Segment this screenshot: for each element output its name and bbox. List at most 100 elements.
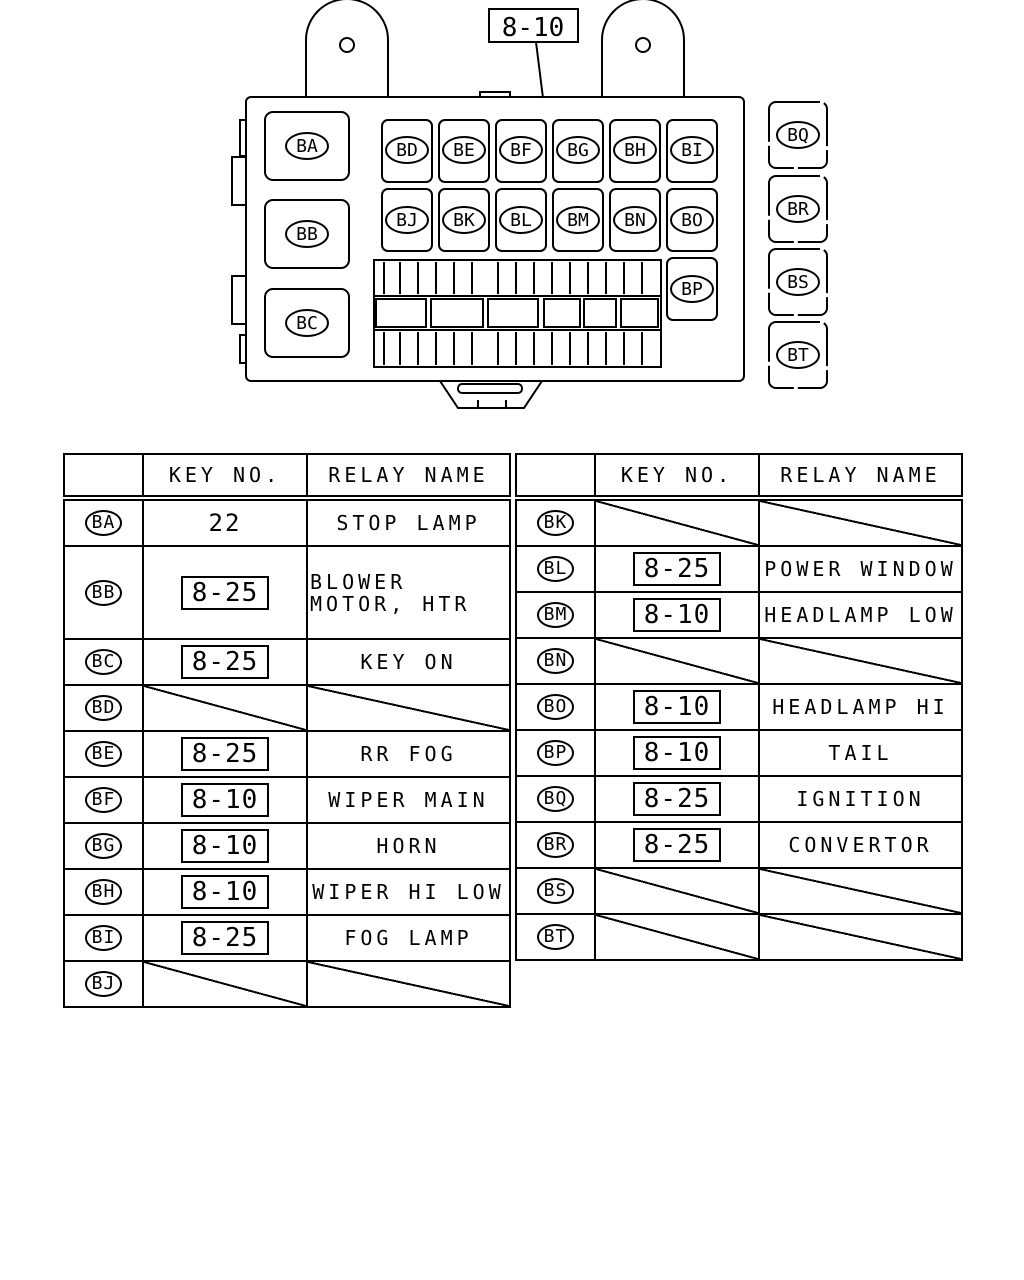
row-relay: CONVERTOR [758,821,963,869]
row-key-empty [594,867,760,915]
row-key: 8-25 [180,921,270,955]
row-relay-empty [758,913,963,961]
box-code-bn: BN [624,210,646,231]
row-code: BM [536,602,575,628]
row-code: BC [84,649,123,675]
row-key: 8-25 [180,645,270,679]
table-row: BA 22 STOP LAMP [63,497,511,547]
box-code-bo: BO [681,210,703,231]
table-row: BT [515,913,963,961]
relay-table-left: KEY NO. RELAY NAME BA 22 STOP LAMP BB 8-… [63,453,511,1008]
table-row: BL 8-25 POWER WINDOW [515,545,963,593]
table-row: BM 8-10 HEADLAMP LOW [515,591,963,639]
row-code: BS [536,878,575,904]
callout-key-label: 8-10 [502,13,565,43]
row-key: 22 [208,509,242,537]
row-relay: HEADLAMP LOW [758,591,963,639]
row-relay-empty [306,684,511,732]
row-code: BB [84,579,123,606]
box-code-bl: BL [510,210,532,231]
table-row: BP 8-10 TAIL [515,729,963,777]
row-key: 8-10 [632,598,722,632]
table-row: BQ 8-25 IGNITION [515,775,963,823]
box-code-bg: BG [567,140,589,161]
callout-box [488,8,579,43]
row-relay: BLOWER MOTOR, HTR [306,545,511,640]
row-code: BD [84,695,123,721]
relay-box-diagram: 8-10 BA BB BC BD BE BF BG BH BI BJ BK BL… [231,0,828,409]
mounting-hole-left [339,37,355,53]
box-code-bd: BD [396,140,418,161]
header-relay-name: RELAY NAME [758,453,963,501]
table-row: BN [515,637,963,685]
row-relay: HORN [306,822,511,870]
row-key-empty [142,684,308,732]
header-code [515,453,596,501]
row-code: BE [84,741,123,767]
row-code: BI [84,925,123,951]
table-row: BD [63,684,511,732]
row-relay: IGNITION [758,775,963,823]
row-code: BK [536,510,575,536]
table-row: BG 8-10 HORN [63,822,511,870]
row-key: 8-10 [632,736,722,770]
row-code: BG [84,833,123,859]
row-key: 8-10 [180,875,270,909]
row-relay: WIPER MAIN [306,776,511,824]
mounting-ear-right [601,0,685,98]
row-key: 8-25 [180,575,270,610]
row-key-empty [594,497,760,547]
row-code: BF [84,787,123,813]
bottom-connector [439,380,543,409]
row-relay: POWER WINDOW [758,545,963,593]
box-code-bb: BB [296,224,318,245]
row-code: BO [536,694,575,720]
row-key-empty [594,913,760,961]
row-code: BQ [536,786,575,812]
box-code-bk: BK [453,210,475,231]
row-key: 8-10 [180,783,270,817]
box-code-bt: BT [787,345,809,366]
row-code: BH [84,879,123,905]
box-code-bm: BM [567,210,589,231]
row-relay: STOP LAMP [306,497,511,547]
row-key: 8-10 [632,690,722,724]
row-key: 8-25 [632,782,722,816]
row-relay-empty [306,960,511,1008]
box-code-bh: BH [624,140,646,161]
table-row: BR 8-25 CONVERTOR [515,821,963,869]
relay-table-right: KEY NO. RELAY NAME BK BL 8-25 POWER WIND… [515,453,963,961]
row-code: BR [536,832,575,858]
box-code-bp: BP [681,279,703,300]
row-code: BT [536,924,575,950]
box-code-bs: BS [787,272,809,293]
box-code-bq: BQ [787,125,809,146]
row-relay: HEADLAMP HI [758,683,963,731]
box-code-bc: BC [296,313,318,334]
row-relay: TAIL [758,729,963,777]
box-code-bf: BF [510,140,532,161]
box-code-be: BE [453,140,475,161]
row-code: BA [84,510,123,536]
table-row: BB 8-25 BLOWER MOTOR, HTR [63,545,511,640]
row-code: BP [536,740,575,766]
row-key: 8-25 [632,552,722,586]
row-relay: FOG LAMP [306,914,511,962]
box-code-br: BR [787,199,809,220]
header-key-no: KEY NO. [594,453,760,501]
fuse-rows [375,262,659,365]
row-key: 8-25 [180,737,270,771]
mounting-ear-left [305,0,389,98]
table-row: BC 8-25 KEY ON [63,638,511,686]
table-row: BJ [63,960,511,1008]
table-row: BK [515,497,963,547]
header-code [63,453,144,501]
row-code: BL [536,556,575,582]
table-row: BS [515,867,963,915]
table-row: BE 8-25 RR FOG [63,730,511,778]
table-header-row: KEY NO. RELAY NAME [63,453,511,501]
table-row: BI 8-25 FOG LAMP [63,914,511,962]
row-key-empty [594,637,760,685]
table-row: BO 8-10 HEADLAMP HI [515,683,963,731]
row-key: 8-25 [632,828,722,862]
